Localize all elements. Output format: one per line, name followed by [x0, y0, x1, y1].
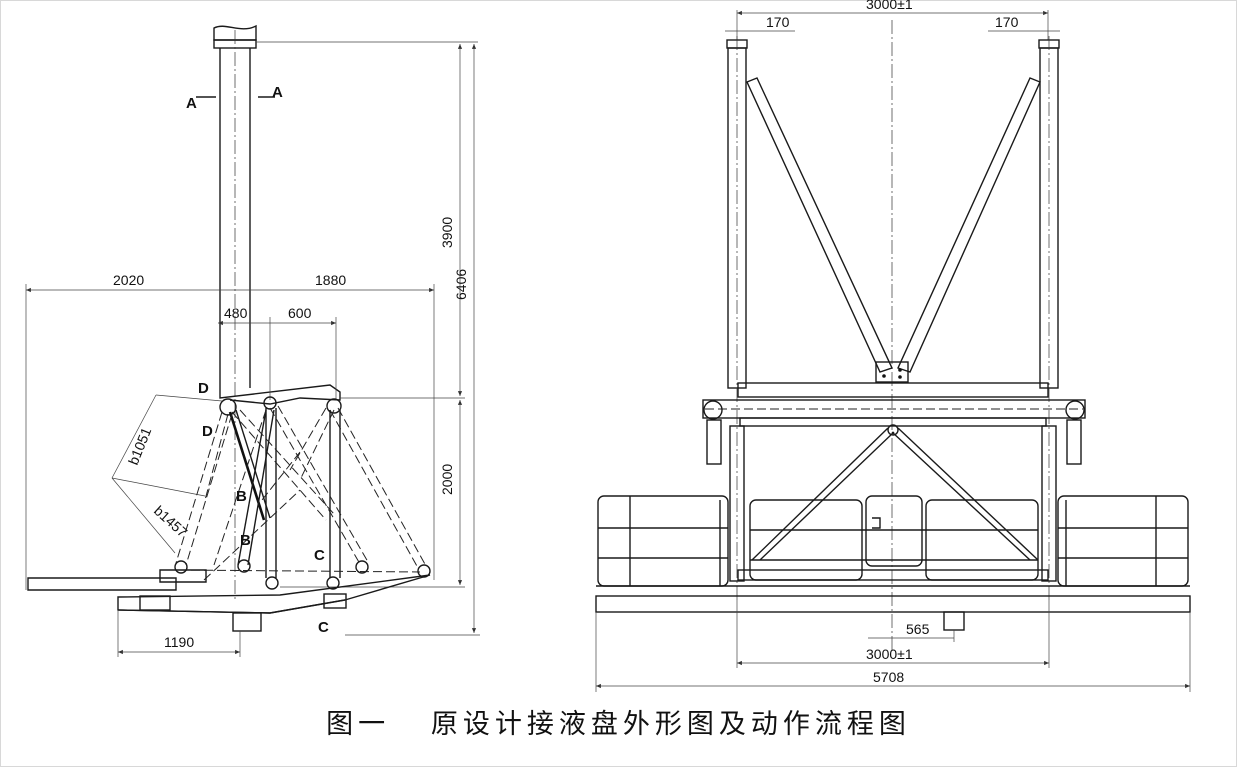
joint-bottom-left	[174, 560, 188, 574]
wheel-left	[139, 595, 171, 611]
dim-b1051: b1051	[125, 425, 154, 467]
label-c-right: C	[314, 547, 325, 564]
dim-6406: 6406	[453, 269, 469, 300]
upper-crossbar	[737, 382, 1049, 398]
joint-bottom-right	[326, 576, 340, 590]
dim-top-170-left: 170	[766, 14, 790, 30]
v-brace-right	[897, 77, 1041, 373]
figure-caption: 图一 原设计接液盘外形图及动作流程图	[326, 709, 911, 740]
dim-2000: 2000	[439, 464, 455, 495]
dim-3900: 3900	[439, 217, 455, 248]
hinge-left	[703, 400, 723, 420]
dim-5708: 5708	[873, 669, 904, 685]
dim-top-170-right: 170	[995, 14, 1019, 30]
dim-1190: 1190	[164, 634, 194, 650]
section-label-a-right: A	[272, 84, 283, 101]
base-plate	[117, 574, 431, 614]
wheel-center	[232, 612, 262, 632]
base-left-extension	[27, 577, 177, 591]
base-line-dashed	[177, 569, 421, 573]
label-c-bottom: C	[318, 619, 329, 636]
dim-600: 600	[288, 305, 312, 321]
joint-d-upper	[219, 398, 237, 416]
dim-1880: 1880	[315, 272, 346, 288]
strut-dashed-3	[329, 409, 419, 569]
front-view: 3000±1 170 170	[595, 0, 1191, 692]
cylinder-left	[706, 419, 722, 465]
joint-top-right	[326, 398, 342, 414]
lower-column-right	[1041, 425, 1057, 582]
label-b-upper: B	[236, 488, 247, 505]
label-d-top: D	[198, 380, 209, 397]
dim-480: 480	[224, 305, 248, 321]
section-label-a-left: A	[186, 95, 197, 112]
v-brace-left	[746, 77, 893, 373]
base-wheel	[943, 611, 965, 631]
side-view: A A 3900 6406 2000 2020 1880 480 600 b10…	[25, 24, 480, 657]
column-break-top	[213, 24, 257, 41]
lower-brace-left	[751, 427, 889, 561]
center-door	[865, 495, 923, 567]
joint-bottom-center	[265, 576, 279, 590]
v-brace-node	[875, 361, 909, 383]
label-d-lower: D	[202, 423, 213, 440]
base-rail-upper	[737, 569, 1049, 581]
dim-565: 565	[906, 621, 930, 637]
cylinder-right	[1066, 419, 1082, 465]
railing-left	[597, 495, 729, 587]
joint-c-right	[355, 560, 369, 574]
dim-bottom-3000: 3000±1	[866, 646, 913, 662]
lower-brace-right	[897, 427, 1039, 561]
joint-bottom-middle	[237, 559, 251, 573]
base-frame	[595, 595, 1191, 613]
railing-center	[749, 495, 1039, 581]
wheel-right	[323, 593, 347, 609]
railing-right	[1057, 495, 1189, 587]
dim-2020: 2020	[113, 272, 144, 288]
lower-column-left	[729, 425, 745, 582]
head-frame	[219, 384, 341, 405]
label-b-lower: B	[240, 532, 251, 549]
dim-top-3000: 3000±1	[866, 0, 913, 12]
dim-b1457: b1457	[151, 502, 191, 540]
hinge-right	[1065, 400, 1085, 420]
strut-dashed-1	[175, 411, 223, 564]
strut-dashed-2	[269, 407, 361, 565]
